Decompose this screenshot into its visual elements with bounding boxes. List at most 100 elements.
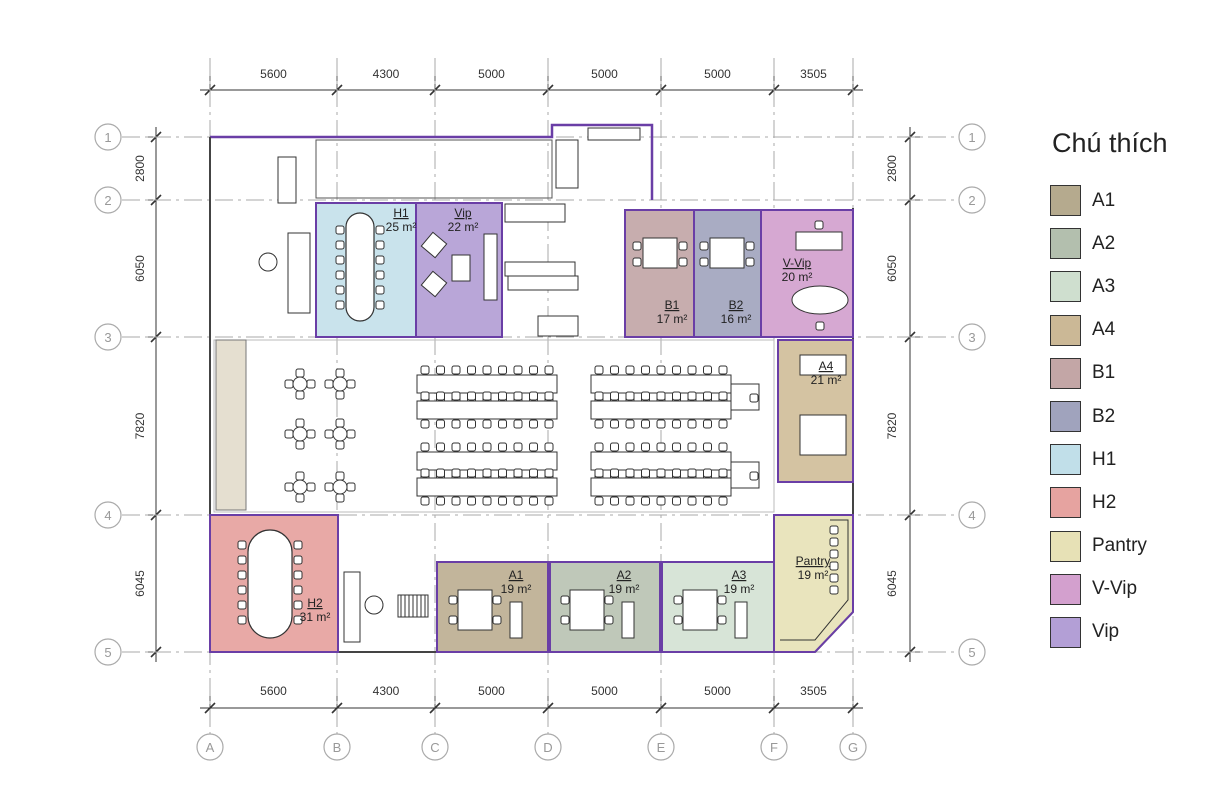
- chair: [641, 496, 650, 506]
- chair: [498, 442, 507, 452]
- grid-bubble: [94, 323, 122, 351]
- chair: [335, 285, 345, 295]
- chair: [335, 418, 345, 428]
- chair: [829, 561, 839, 571]
- chair: [610, 468, 619, 478]
- manager-desk: [621, 601, 635, 639]
- grid-bubble: [94, 186, 122, 214]
- plant: [258, 252, 278, 272]
- chair: [482, 496, 492, 506]
- chair: [436, 391, 445, 401]
- round-table: [292, 376, 308, 392]
- chair: [375, 270, 385, 280]
- room-name-label: H1: [393, 206, 409, 220]
- chair: [529, 391, 538, 401]
- workstation-row: [416, 400, 558, 420]
- chair: [482, 365, 492, 375]
- chair: [703, 442, 712, 452]
- desk-pair: [457, 589, 493, 631]
- chair: [284, 429, 294, 439]
- chair: [482, 419, 492, 429]
- manager-desk: [734, 601, 748, 639]
- chair: [529, 496, 538, 506]
- chair: [656, 468, 666, 478]
- chair: [829, 573, 839, 583]
- chair: [467, 496, 476, 506]
- legend-label: V-Vip: [1092, 578, 1138, 600]
- grid-column-label: C: [430, 740, 439, 755]
- dimension-label-right: 6045: [885, 570, 899, 597]
- chair: [295, 390, 305, 400]
- chair: [346, 482, 356, 492]
- chair: [237, 585, 247, 595]
- dimension-label-top: 5000: [704, 67, 731, 81]
- grid-row-label: 4: [968, 508, 975, 523]
- manager-desk: [509, 601, 523, 639]
- chair: [513, 496, 523, 506]
- cabinet: [504, 261, 576, 277]
- chair: [717, 595, 727, 605]
- chair: [610, 419, 619, 429]
- room-area-label: 19 m²: [798, 568, 829, 582]
- grid-bubble: [958, 123, 986, 151]
- chair: [375, 255, 385, 265]
- chair: [641, 391, 650, 401]
- chair: [335, 270, 345, 280]
- cabinet: [555, 139, 579, 189]
- chair: [335, 225, 345, 235]
- chair: [703, 468, 712, 478]
- room-name-label: A4: [819, 359, 834, 373]
- chair: [604, 595, 614, 605]
- legend-swatch: [1050, 573, 1081, 605]
- chair: [672, 442, 681, 452]
- chair: [672, 391, 681, 401]
- chair: [295, 471, 305, 481]
- chair: [745, 257, 755, 267]
- chair: [594, 419, 604, 429]
- chair: [641, 442, 650, 452]
- chair: [335, 390, 345, 400]
- legend-item: H1: [1050, 438, 1220, 481]
- chair: [237, 555, 247, 565]
- chair: [625, 419, 635, 429]
- chair: [672, 365, 681, 375]
- chair: [451, 391, 461, 401]
- room-name-label: Pantry: [796, 554, 831, 568]
- grid-bubble: [958, 323, 986, 351]
- legend-title: Chú thích: [1052, 128, 1168, 158]
- chair: [293, 555, 303, 565]
- chair: [335, 471, 345, 481]
- grid-bubble: [94, 123, 122, 151]
- chair: [687, 419, 697, 429]
- legend-swatch: [1050, 185, 1081, 217]
- chair: [560, 615, 570, 625]
- room-area-label: 31 m²: [300, 610, 331, 624]
- chair: [718, 365, 728, 375]
- legend-swatch: [1050, 487, 1081, 519]
- chair: [335, 255, 345, 265]
- legend-label: A3: [1092, 275, 1116, 297]
- round-table: [292, 426, 308, 442]
- chair: [335, 300, 345, 310]
- legend-label: A1: [1092, 189, 1116, 211]
- grid-bubble: [94, 638, 122, 666]
- chair: [678, 257, 688, 267]
- chair: [467, 419, 476, 429]
- legend-label: B2: [1092, 405, 1116, 427]
- chair: [436, 442, 445, 452]
- legend-label: H2: [1092, 491, 1117, 513]
- chair: [306, 482, 316, 492]
- chair: [717, 615, 727, 625]
- dimension-label-right: 6050: [885, 255, 899, 282]
- grid-bubble: [94, 501, 122, 529]
- chair: [749, 393, 759, 403]
- chair: [324, 482, 334, 492]
- grid-row-label: 4: [104, 508, 111, 523]
- legend-swatch: [1050, 357, 1081, 389]
- round-table: [332, 376, 348, 392]
- chair: [656, 496, 666, 506]
- chair: [656, 442, 666, 452]
- legend-item: B1: [1050, 352, 1220, 395]
